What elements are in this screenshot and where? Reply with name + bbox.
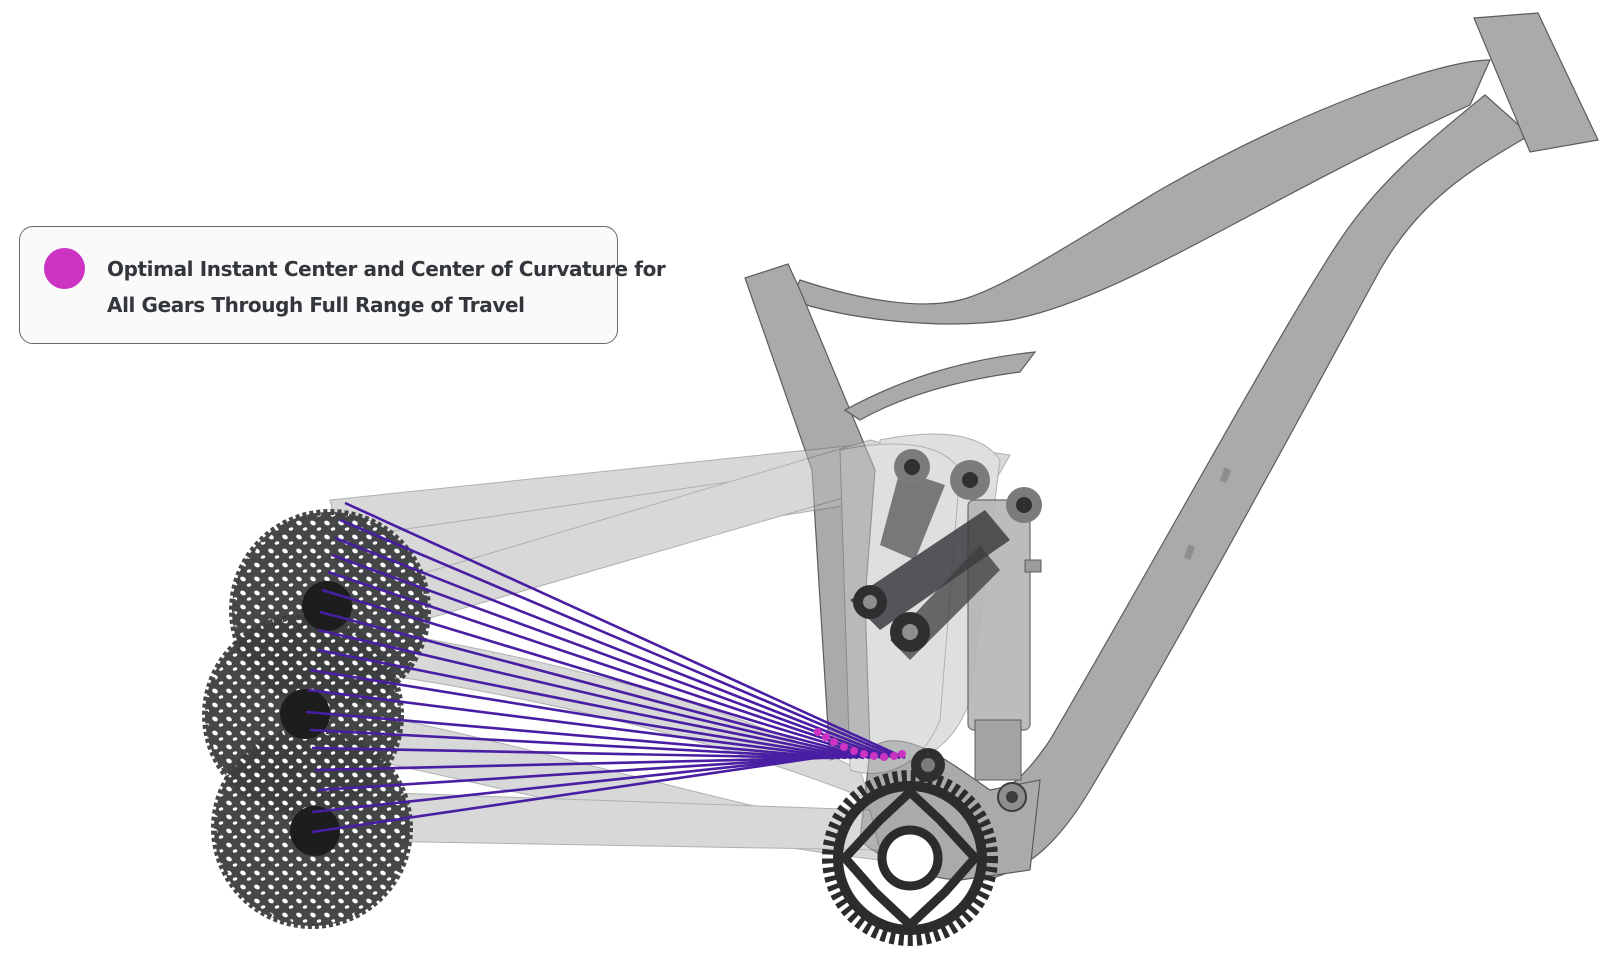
legend-line-1: Optimal Instant Center and Center of Cur… [107,257,666,281]
rocker-link [850,449,1042,660]
legend-line-2: All Gears Through Full Range of Travel [107,293,525,317]
legend-label: Optimal Instant Center and Center of Cur… [107,251,666,323]
legend-box: Optimal Instant Center and Center of Cur… [19,226,666,344]
instant-center-marker-icon [44,248,85,289]
instant-center-points [814,728,906,761]
chainring [822,748,998,946]
chain-lines [305,501,906,834]
